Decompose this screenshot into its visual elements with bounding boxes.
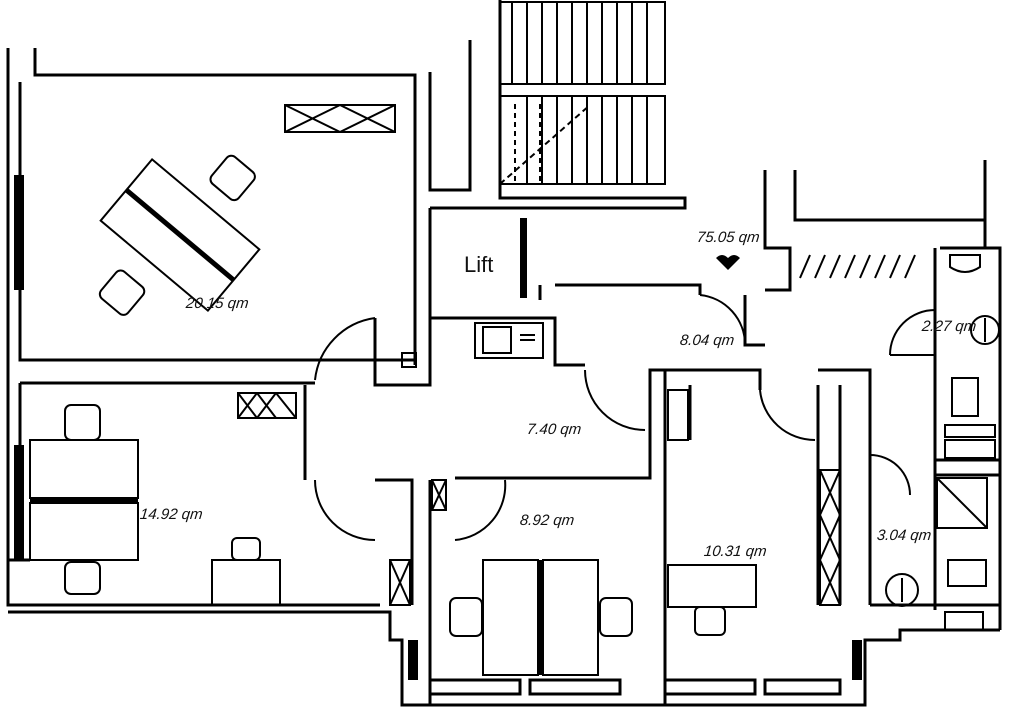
heart-marker xyxy=(716,255,740,270)
room-area-office-bottom-middle: 8.92 qm xyxy=(519,512,576,529)
desk-group-bottom-middle xyxy=(449,559,633,676)
stair-treads xyxy=(511,2,648,184)
room-area-office-left: 14.92 qm xyxy=(139,506,204,523)
lift-door-bar xyxy=(520,218,527,298)
room-area-office-top-left: 20.15 qm xyxy=(185,295,250,312)
door-arcs xyxy=(314,294,936,541)
room-area-office-bottom-right: 10.31 qm xyxy=(703,543,768,560)
total-area-label: 75.05 qm xyxy=(696,229,761,246)
room-area-small-room: 8.04 qm xyxy=(679,332,736,349)
desk-group-top-left xyxy=(98,154,261,316)
column-marker xyxy=(401,352,417,368)
staircase xyxy=(499,1,666,185)
lift-label: Lift xyxy=(464,252,494,277)
room-area-wc-upper: 2.27 qm xyxy=(921,318,978,335)
room-area-hallway: 7.40 qm xyxy=(526,421,583,438)
inner-walls xyxy=(300,208,1000,705)
room-area-wc-lower: 3.04 qm xyxy=(876,527,933,544)
radiators xyxy=(237,104,841,606)
windows xyxy=(14,175,862,680)
kitchen-sink xyxy=(474,322,544,359)
wardrobe-hangers xyxy=(799,254,916,279)
desk-bottom-right xyxy=(667,564,757,636)
bathroom-fixtures xyxy=(885,254,1000,631)
desk-group-left xyxy=(29,404,281,606)
window-sills xyxy=(428,678,842,696)
